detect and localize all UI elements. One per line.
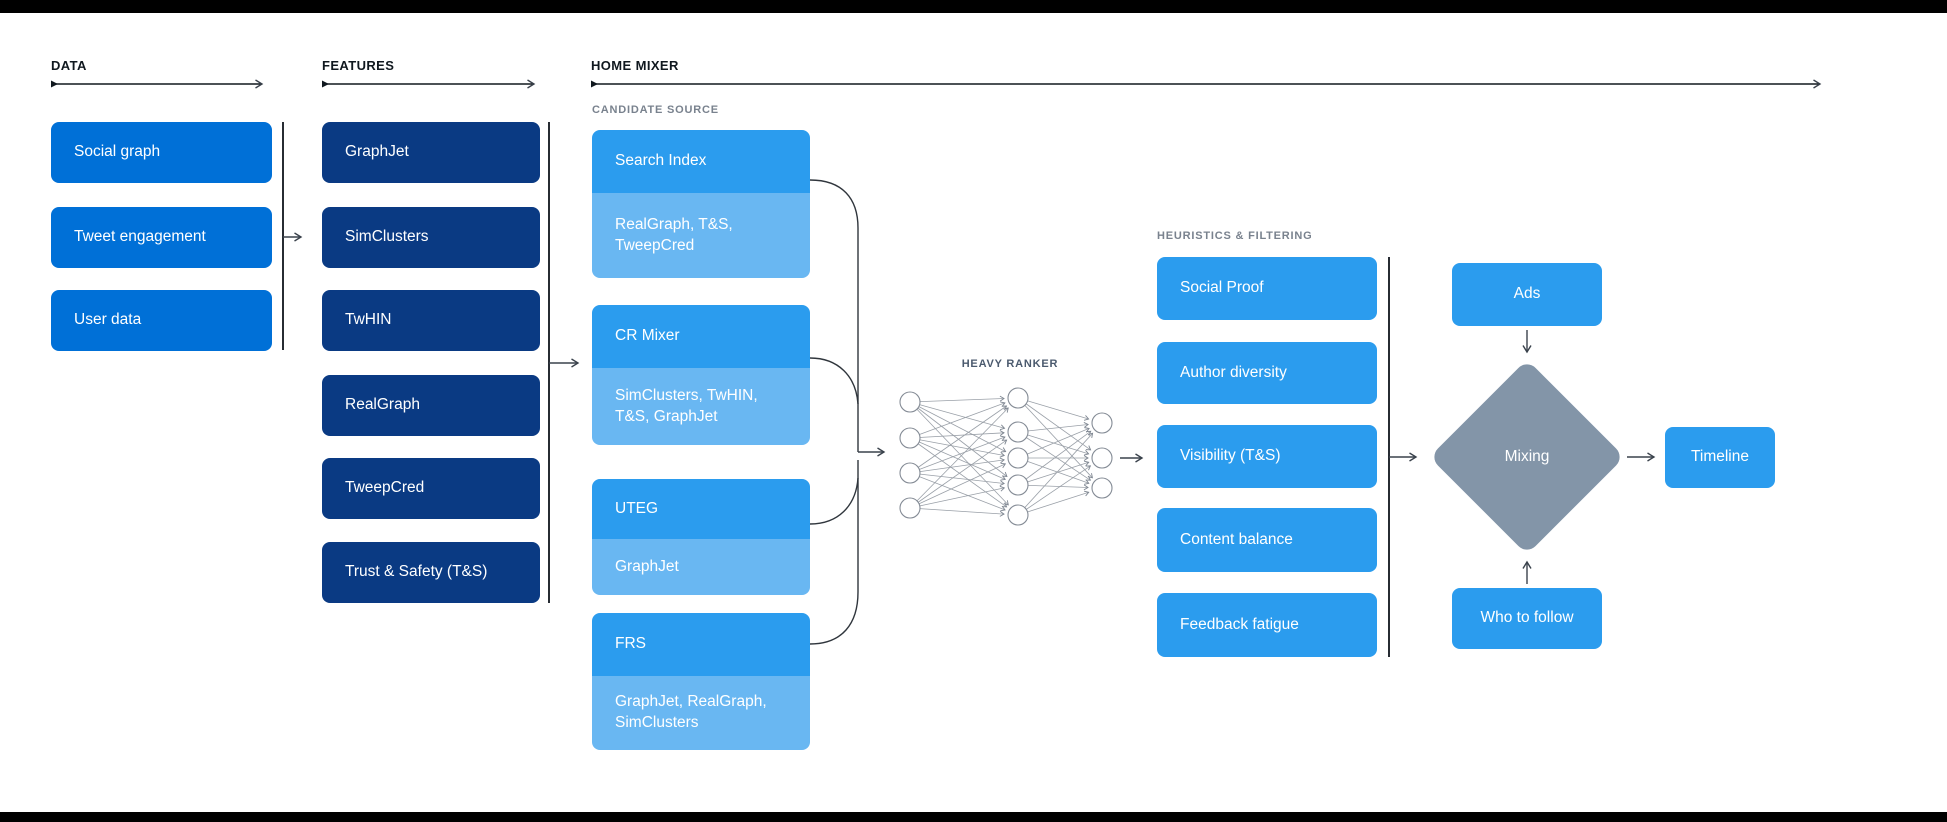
- node-label: Mixing: [1504, 448, 1550, 465]
- candidate-name: UTEG: [592, 479, 810, 539]
- node-label: Search Index: [615, 152, 707, 170]
- feature-node-realgraph: RealGraph: [322, 375, 540, 436]
- node-label: Visibility (T&S): [1180, 447, 1281, 465]
- feature-node-graphjet: GraphJet: [322, 122, 540, 183]
- node-label: Tweet engagement: [74, 228, 206, 246]
- who-to-follow-node: Who to follow: [1452, 588, 1602, 649]
- candidate-source-label: CANDIDATE SOURCE: [592, 104, 719, 116]
- feature-node-simclusters: SimClusters: [322, 207, 540, 268]
- node-sublabel: GraphJet: [615, 557, 679, 575]
- ads-node: Ads: [1452, 263, 1602, 326]
- node-label: TwHIN: [345, 311, 392, 329]
- uteg-connector: [809, 477, 859, 525]
- candidate-card-frs: FRS GraphJet, RealGraph, SimClusters: [592, 613, 810, 750]
- node-label: UTEG: [615, 499, 659, 517]
- node-label: Author diversity: [1180, 363, 1287, 381]
- candidate-features: GraphJet, RealGraph, SimClusters: [592, 676, 810, 750]
- data-node-user-data: User data: [51, 290, 272, 351]
- search-index-connector: [809, 179, 859, 452]
- feature-node-tweepcred: TweepCred: [322, 458, 540, 519]
- node-label: User data: [74, 311, 142, 329]
- heuristic-node-social-proof: Social Proof: [1157, 257, 1377, 320]
- bottom-letterbox-bar: [0, 812, 1947, 822]
- home-mixer-section-header: HOME MIXER: [591, 58, 679, 73]
- cr-mixer-connector: [809, 357, 859, 405]
- candidate-name: CR Mixer: [592, 305, 810, 368]
- frs-connector: [809, 460, 859, 645]
- candidate-features: RealGraph, T&S, TweepCred: [592, 193, 810, 278]
- candidate-features: GraphJet: [592, 539, 810, 595]
- heuristic-node-author-diversity: Author diversity: [1157, 342, 1377, 404]
- node-label: Who to follow: [1480, 609, 1574, 627]
- heavy-ranker-label: HEAVY RANKER: [961, 358, 1059, 370]
- node-label: FRS: [615, 635, 646, 653]
- node-label: Social Proof: [1180, 279, 1264, 297]
- node-label: GraphJet: [345, 143, 409, 161]
- candidate-features: SimClusters, TwHIN, T&S, GraphJet: [592, 368, 810, 445]
- node-label: Social graph: [74, 143, 161, 161]
- node-label: Timeline: [1691, 448, 1749, 466]
- node-sublabel: RealGraph, T&S, TweepCred: [615, 215, 733, 254]
- data-section-header: DATA: [51, 58, 87, 73]
- node-sublabel: GraphJet, RealGraph, SimClusters: [615, 693, 767, 731]
- heuristic-node-visibility: Visibility (T&S): [1157, 425, 1377, 488]
- feature-node-trust-safety: Trust & Safety (T&S): [322, 542, 540, 603]
- heavy-ranker-network: [899, 387, 1113, 526]
- candidate-card-search-index: Search Index RealGraph, T&S, TweepCred: [592, 130, 810, 278]
- timeline-node: Timeline: [1665, 427, 1775, 488]
- node-label: Content balance: [1180, 530, 1293, 548]
- candidate-name: FRS: [592, 613, 810, 676]
- feature-node-twhin: TwHIN: [322, 290, 540, 351]
- node-label: Trust & Safety (T&S): [345, 563, 488, 581]
- candidate-card-uteg: UTEG GraphJet: [592, 479, 810, 595]
- candidate-card-cr-mixer: CR Mixer SimClusters, TwHIN, T&S, GraphJ…: [592, 305, 810, 445]
- node-label: Feedback fatigue: [1180, 615, 1299, 633]
- data-node-tweet-engagement: Tweet engagement: [51, 207, 272, 268]
- node-label: CR Mixer: [615, 327, 680, 345]
- node-label: Ads: [1513, 285, 1541, 303]
- node-label: TweepCred: [345, 479, 425, 497]
- mixing-diamond-label: Mixing: [1458, 388, 1596, 526]
- heuristics-filtering-label: HEURISTICS & FILTERING: [1157, 230, 1313, 242]
- data-node-social-graph: Social graph: [51, 122, 272, 183]
- node-label: RealGraph: [345, 396, 420, 414]
- candidate-name: Search Index: [592, 130, 810, 193]
- features-section-header: FEATURES: [322, 58, 395, 73]
- heuristic-node-content-balance: Content balance: [1157, 508, 1377, 572]
- node-label: SimClusters: [345, 228, 429, 246]
- heuristic-node-feedback-fatigue: Feedback fatigue: [1157, 593, 1377, 657]
- node-sublabel: SimClusters, TwHIN, T&S, GraphJet: [615, 386, 758, 425]
- top-letterbox-bar: [0, 0, 1947, 13]
